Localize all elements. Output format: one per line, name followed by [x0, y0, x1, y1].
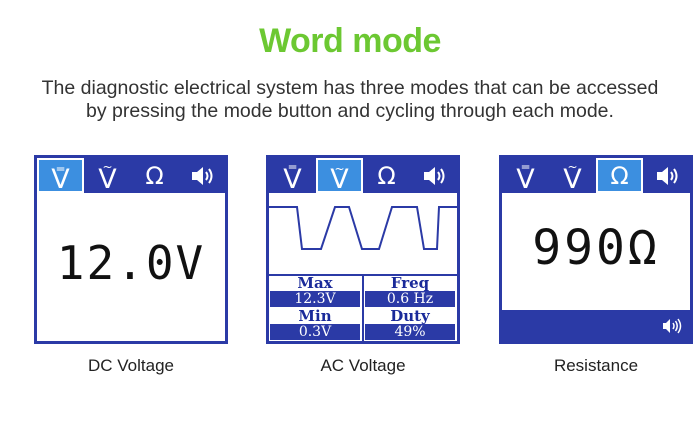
- resistance-screen: ═ V ~ V Ω 990Ω: [499, 155, 693, 344]
- freq-value: 0.6 Hz: [365, 291, 455, 307]
- resistance-caption: Resistance: [553, 356, 639, 375]
- description-line-2: by pressing the mode button and cycling …: [86, 100, 614, 122]
- tab-sound[interactable]: [643, 158, 690, 193]
- dc-voltage-screen: ═ V ~ V Ω 12.0V: [34, 155, 228, 344]
- tab-dc-voltage[interactable]: ═ V: [502, 158, 549, 193]
- ac-voltage-screen: ═ V ~ V Ω Max Freq 12.3V 0.6 Hz Min Duty…: [266, 155, 460, 344]
- tab-resistance[interactable]: Ω: [363, 158, 410, 193]
- tab-resistance[interactable]: Ω: [596, 158, 643, 193]
- description-line-1: The diagnostic electrical system has thr…: [41, 77, 659, 99]
- speaker-icon: [191, 166, 212, 185]
- resistance-reading: 990Ω: [532, 220, 660, 276]
- ac-voltage-icon: V: [330, 164, 349, 195]
- min-value: 0.3V: [270, 324, 360, 340]
- ac-mark-icon: ~: [567, 160, 578, 174]
- speaker-icon: [656, 166, 677, 185]
- max-label: Max: [297, 274, 333, 292]
- min-label: Min: [298, 307, 332, 325]
- status-bar: [502, 310, 690, 341]
- dc-mark-icon: ═: [521, 160, 530, 174]
- tab-resistance[interactable]: Ω: [131, 158, 178, 193]
- tab-ac-voltage[interactable]: ~ V: [316, 158, 363, 193]
- tab-ac-voltage[interactable]: ~ V: [549, 158, 596, 193]
- dc-voltage-caption: DC Voltage: [88, 356, 174, 375]
- dc-voltage-icon: V: [283, 164, 302, 195]
- mode-tabs: ═ V ~ V Ω: [269, 158, 457, 193]
- ac-stats-panel: Max Freq 12.3V 0.6 Hz Min Duty 0.3V 49%: [269, 274, 457, 341]
- dc-voltage-icon: V: [516, 164, 535, 195]
- ohm-icon: Ω: [377, 161, 396, 190]
- dc-voltage-icon: V: [51, 164, 70, 195]
- tab-sound[interactable]: [178, 158, 225, 193]
- waveform-line: [269, 206, 457, 250]
- dc-mark-icon: ═: [288, 160, 297, 174]
- tab-dc-voltage[interactable]: ═ V: [37, 158, 84, 193]
- duty-value: 49%: [365, 324, 455, 340]
- continuity-sound-icon: [663, 318, 682, 334]
- mode-tabs: ═ V ~ V Ω: [37, 158, 225, 193]
- ac-voltage-icon: V: [98, 164, 117, 195]
- tab-sound[interactable]: [410, 158, 457, 193]
- ohm-icon: Ω: [610, 161, 629, 190]
- tab-dc-voltage[interactable]: ═ V: [269, 158, 316, 193]
- mode-tabs: ═ V ~ V Ω: [502, 158, 690, 193]
- duty-label: Duty: [390, 307, 430, 325]
- ohm-icon: Ω: [145, 161, 164, 190]
- max-value: 12.3V: [270, 291, 360, 307]
- freq-label: Freq: [390, 274, 430, 292]
- dc-reading: 12.0V: [56, 236, 206, 290]
- ac-voltage-caption: AC Voltage: [320, 356, 406, 375]
- ac-voltage-icon: V: [563, 164, 582, 195]
- tab-ac-voltage[interactable]: ~ V: [84, 158, 131, 193]
- ac-mark-icon: ~: [102, 160, 113, 174]
- description: The diagnostic electrical system has thr…: [0, 77, 700, 123]
- waveform-graph: [269, 206, 457, 250]
- ac-mark-icon: ~: [334, 162, 345, 176]
- dc-mark-icon: ═: [56, 162, 65, 176]
- page-title: Word mode: [259, 22, 441, 60]
- speaker-icon: [423, 166, 444, 185]
